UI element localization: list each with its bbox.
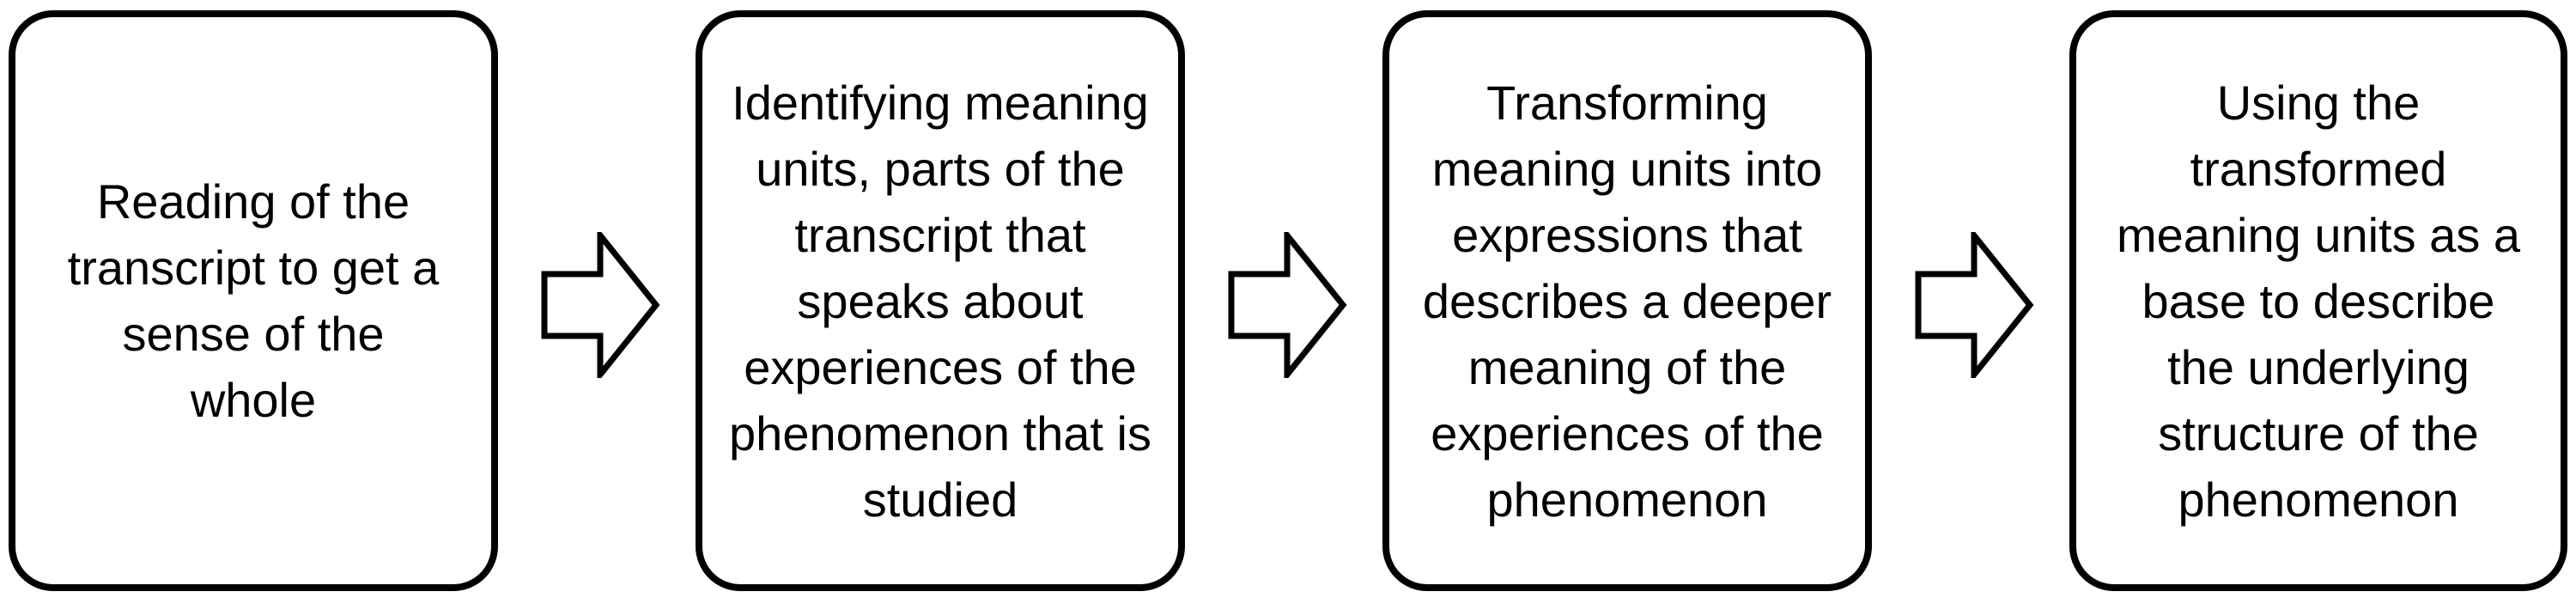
arrow-right-icon — [1228, 232, 1347, 378]
step-text-transforming: Transforming meaning units into expressi… — [1422, 75, 1832, 527]
step-box-transforming: Transforming meaning units into expressi… — [1382, 10, 1872, 591]
step-box-identifying: Identifying meaning units, parts of the … — [696, 10, 1185, 591]
step-text-identifying: Identifying meaning units, parts of the … — [729, 75, 1151, 527]
step-text-reading: Reading of the transcript to get a sense… — [67, 174, 440, 427]
step-box-reading: Reading of the transcript to get a sense… — [9, 10, 498, 591]
arrow-right-icon — [1915, 232, 2034, 378]
step-text-using: Using the transformed meaning units as a… — [2116, 75, 2521, 527]
arrow-right-icon — [541, 232, 660, 378]
step-box-using: Using the transformed meaning units as a… — [2069, 10, 2567, 591]
